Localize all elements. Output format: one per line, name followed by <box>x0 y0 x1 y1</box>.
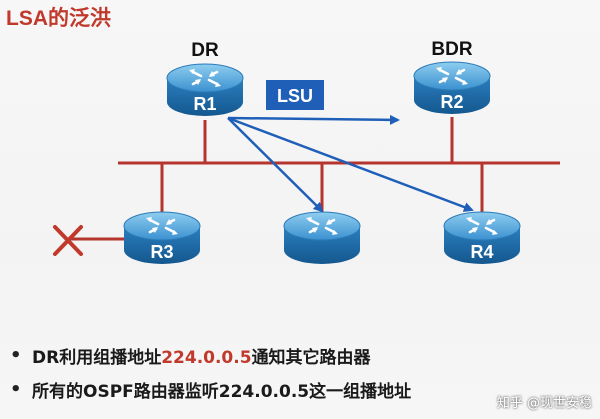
lsu-arrow-to-r4 <box>227 116 474 212</box>
multicast-address: 224.0.0.5 <box>161 347 252 368</box>
bullet-item: • DR利用组播地址224.0.0.5通知其它路由器 <box>10 338 590 372</box>
router-r4-label: R4 <box>470 242 493 262</box>
router-r2-label: R2 <box>440 92 463 112</box>
lsu-arrow-to-r2 <box>227 114 400 125</box>
bullet-dot: • <box>10 378 22 400</box>
watermark: 知乎 @现世安稳 <box>496 396 592 411</box>
lsu-label: LSU <box>277 86 313 106</box>
bullet-dot: • <box>10 344 22 366</box>
router-r5 <box>282 210 362 266</box>
bullet-text: 所有的OSPF路由器监听224.0.0.5这一组播地址 <box>32 381 412 402</box>
slide-title: LSA的泛洪 <box>6 7 111 30</box>
lsu-box <box>266 80 324 110</box>
dr-label: DR <box>191 40 219 61</box>
link-down-x-icon <box>53 225 83 256</box>
lsu-arrow-to-r5 <box>227 117 324 213</box>
bullet-text: DR利用组播地址224.0.0.5通知其它路由器 <box>32 347 371 368</box>
bdr-label: BDR <box>431 39 472 60</box>
bullet-item: • 所有的OSPF路由器监听224.0.0.5这一组播地址 <box>10 372 590 406</box>
router-r1-label: R1 <box>193 94 216 114</box>
bullet-list: • DR利用组播地址224.0.0.5通知其它路由器 • 所有的OSPF路由器监… <box>10 338 590 406</box>
router-r3-label: R3 <box>150 242 173 262</box>
